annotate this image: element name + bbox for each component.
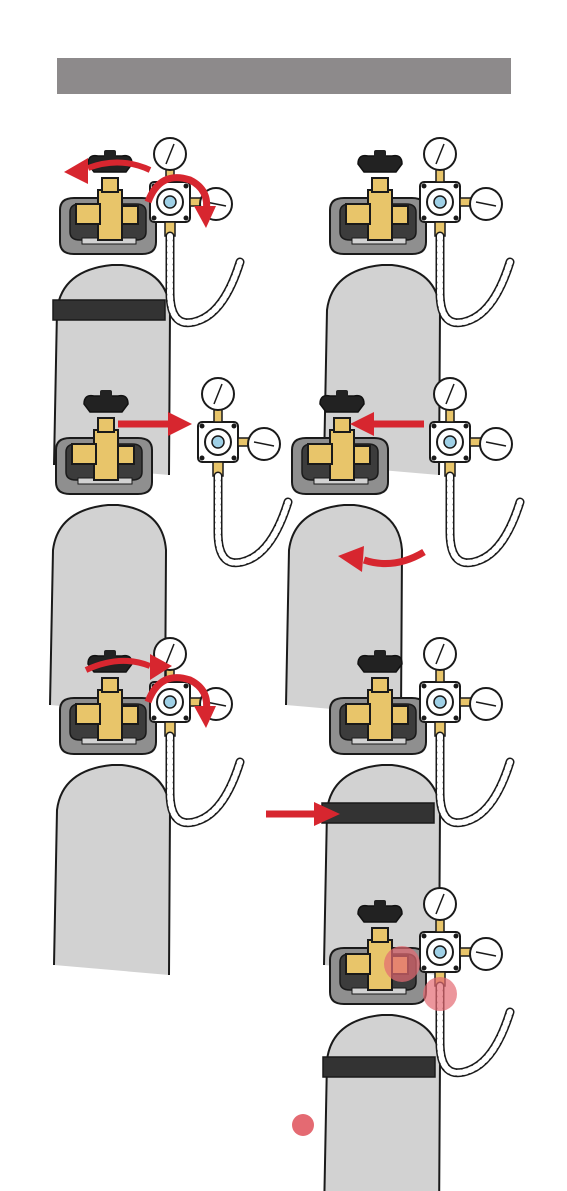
highlight-circle (384, 946, 420, 982)
step-regulator-detached (310, 140, 550, 360)
page-indicator-dot (292, 1114, 314, 1136)
cylinder-band (53, 300, 165, 320)
step-tighten-regulator (40, 640, 280, 860)
step-connect-regulator (38, 380, 278, 600)
step-push-and-rotate-cylinder (274, 380, 544, 600)
step-slide-band (250, 640, 550, 860)
header-bar (57, 58, 511, 94)
highlight-circle (423, 977, 457, 1011)
cylinder-band (322, 803, 434, 823)
step-loosen-regulator (40, 140, 280, 360)
cylinder-band (323, 1057, 435, 1077)
rotate-arrow-icon (64, 158, 88, 184)
step-check-connections (310, 890, 550, 1110)
push-arrow-icon (168, 412, 192, 436)
